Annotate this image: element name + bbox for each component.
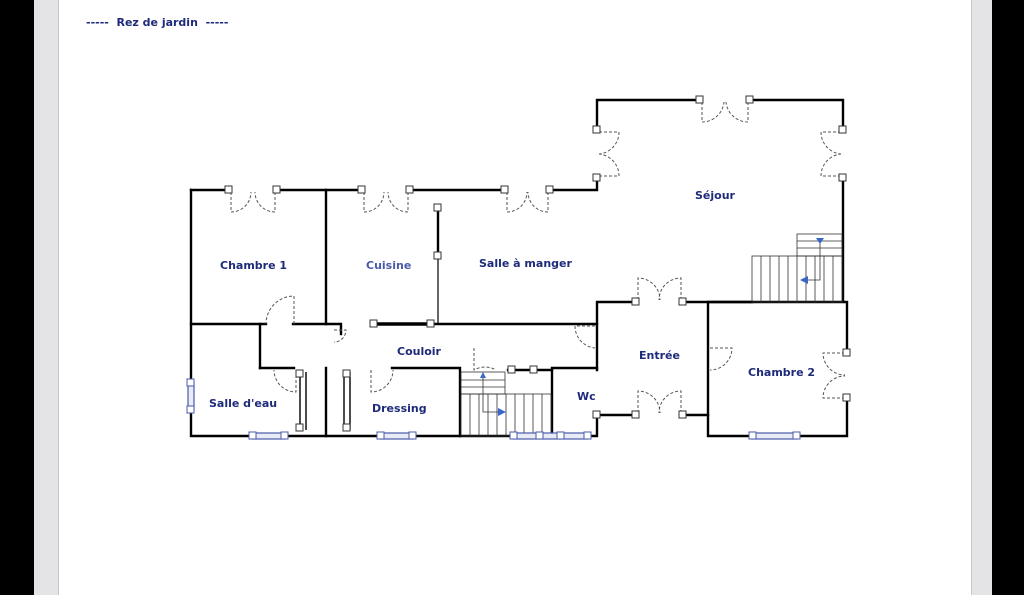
room-label-cuisine: Cuisine [366,259,411,272]
room-label-couloir: Couloir [397,345,442,358]
room-label-chambre-2: Chambre 2 [748,366,815,379]
exterior-walls [189,98,849,438]
room-label-entree: Entrée [639,349,680,362]
windows [186,378,801,440]
room-label-dressing: Dressing [372,402,427,415]
staircase-upper [751,233,843,303]
room-label-wc: Wc [577,390,596,403]
jamb-nodes [224,95,851,432]
interior-walls [189,188,599,438]
room-label-chambre-1: Chambre 1 [220,259,287,272]
room-label-sejour: Séjour [695,189,736,202]
room-label-salle-a-manger: Salle à manger [479,257,572,270]
room-label-salle-d-eau: Salle d'eau [209,397,277,410]
staircase-lower [460,371,552,437]
doors [230,101,846,414]
floor-title: ----- Rez de jardin ----- [86,16,229,29]
